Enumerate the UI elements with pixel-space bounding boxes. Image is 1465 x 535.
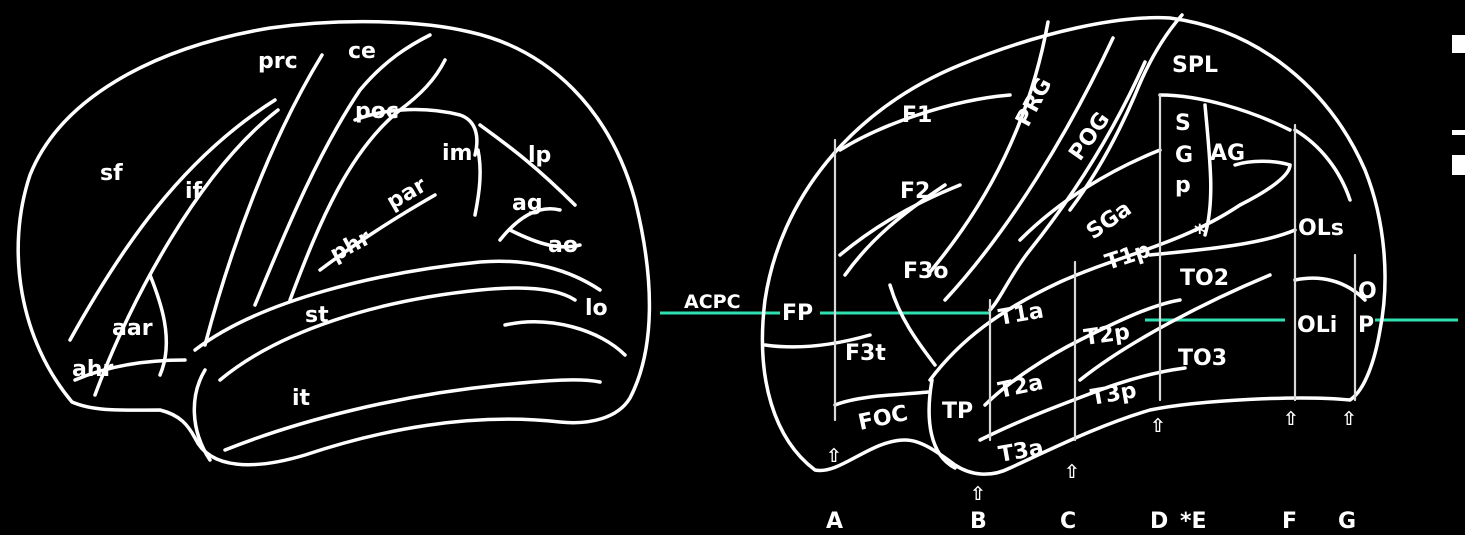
region-ols: OLs bbox=[1298, 216, 1344, 241]
right-brain-boundaries bbox=[765, 15, 1365, 440]
region-spl: SPL bbox=[1172, 53, 1218, 78]
cut-label-c: C bbox=[1060, 509, 1076, 534]
arrow-g-icon: ⇧ bbox=[1341, 408, 1357, 430]
region-ag: AG bbox=[1210, 141, 1245, 166]
region-t3a: T3a bbox=[997, 435, 1046, 467]
region-g: G bbox=[1175, 143, 1193, 168]
cut-label-g: G bbox=[1338, 509, 1356, 534]
left-brain-labels: sf if prc ce poc im lp par phr ag ao aar… bbox=[72, 39, 608, 411]
label-sf: sf bbox=[100, 161, 123, 186]
region-to2: TO2 bbox=[1180, 266, 1229, 291]
label-acpc: ACPC bbox=[684, 291, 741, 313]
label-st: st bbox=[305, 303, 329, 328]
region-t1a: T1a bbox=[997, 298, 1046, 330]
cut-labels: A B C D *E F G bbox=[826, 509, 1356, 534]
arrow-a-icon: ⇧ bbox=[826, 445, 842, 467]
label-poc: poc bbox=[355, 99, 399, 124]
label-prc: prc bbox=[258, 49, 298, 74]
region-to3: TO3 bbox=[1178, 346, 1227, 371]
region-sga: SGa bbox=[1082, 196, 1136, 244]
region-t3p: T3p bbox=[1089, 378, 1139, 411]
region-t2p: T2p bbox=[1082, 320, 1131, 351]
region-t2a: T2a bbox=[996, 370, 1045, 404]
cut-label-a: A bbox=[826, 509, 843, 534]
label-aar: aar bbox=[112, 316, 153, 341]
cut-label-e: *E bbox=[1180, 509, 1207, 534]
label-lo: lo bbox=[585, 296, 608, 321]
label-im: im bbox=[442, 141, 472, 166]
cut-label-d: D bbox=[1150, 509, 1168, 534]
label-ao: ao bbox=[548, 233, 578, 258]
region-tp: TP bbox=[942, 399, 973, 424]
region-s: S bbox=[1175, 111, 1191, 136]
acpc-line: ACPC bbox=[660, 291, 1458, 320]
region-f3o: F3o bbox=[903, 259, 948, 284]
label-ag: ag bbox=[512, 191, 543, 216]
region-o: O bbox=[1358, 279, 1377, 304]
region-p-occipital: P bbox=[1358, 313, 1374, 338]
label-par: par bbox=[383, 173, 432, 215]
arrow-b-icon: ⇧ bbox=[970, 483, 986, 505]
label-lp: lp bbox=[528, 143, 551, 168]
region-foc: FOC bbox=[856, 401, 910, 436]
region-p: p bbox=[1175, 173, 1191, 198]
label-ahr: ahr bbox=[72, 357, 114, 382]
right-brain-outline bbox=[762, 18, 1385, 475]
region-oli: OLi bbox=[1297, 313, 1337, 338]
region-f3t: F3t bbox=[845, 341, 886, 366]
label-it: it bbox=[292, 386, 311, 411]
region-star: * bbox=[1194, 221, 1206, 246]
arrow-d-icon: ⇧ bbox=[1150, 415, 1166, 437]
region-fp: FP bbox=[782, 301, 813, 326]
label-if: if bbox=[185, 179, 203, 204]
region-f1: F1 bbox=[902, 103, 932, 128]
arrow-f-icon: ⇧ bbox=[1283, 408, 1299, 430]
label-phr: phr bbox=[326, 225, 375, 267]
cut-label-b: B bbox=[970, 509, 987, 534]
edge-fragments bbox=[1452, 35, 1465, 175]
label-ce: ce bbox=[348, 39, 376, 64]
region-t1p: T1p bbox=[1102, 238, 1154, 276]
cut-label-f: F bbox=[1282, 509, 1297, 534]
region-f2: F2 bbox=[900, 179, 930, 204]
region-prg: PRG bbox=[1011, 74, 1057, 131]
arrow-c-icon: ⇧ bbox=[1064, 461, 1080, 483]
